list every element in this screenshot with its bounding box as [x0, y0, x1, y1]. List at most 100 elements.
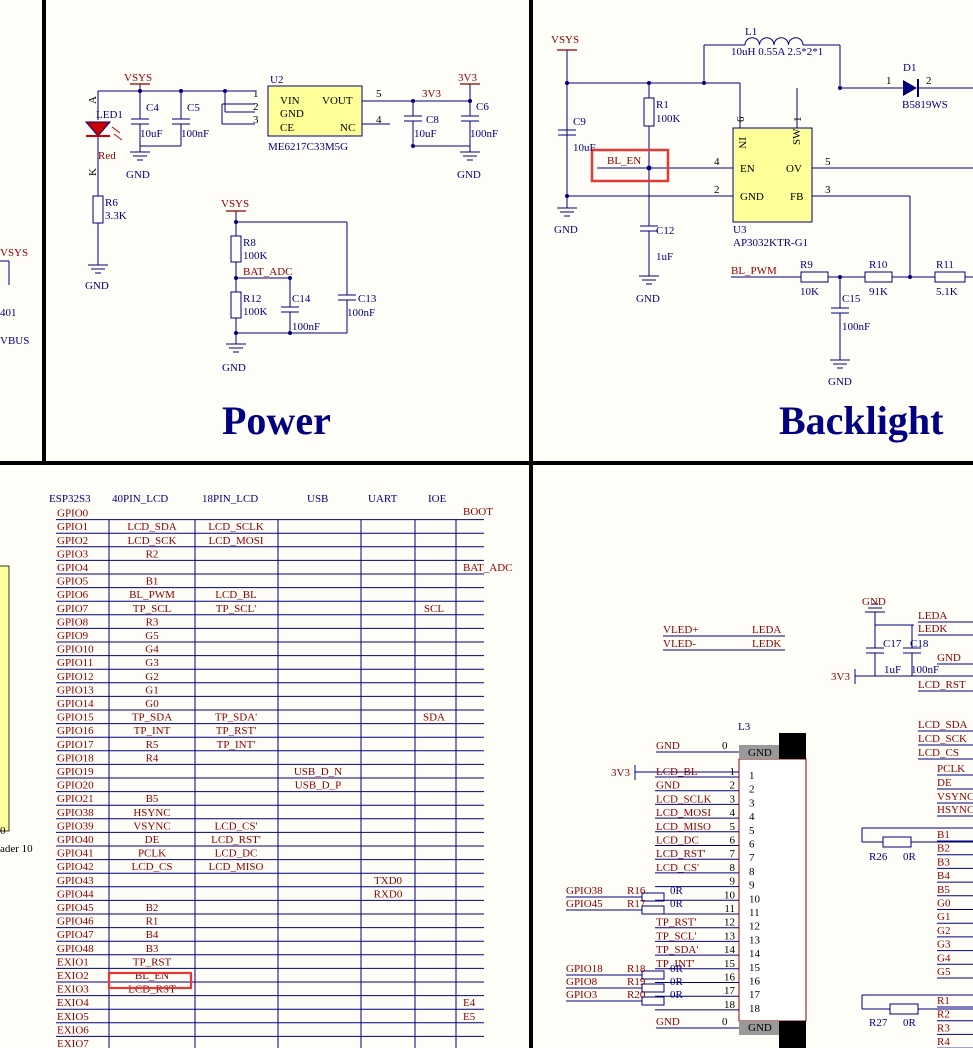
table-row-cell: TXD0 — [374, 875, 403, 887]
connector-pin-number: 6 — [749, 839, 755, 851]
table-row-pin: GPIO1 — [57, 521, 88, 533]
connector-pins: 11LCD_BL22GND33LCD_SCLK44LCD_MOSI55LCD_M… — [655, 766, 761, 1015]
left-401-label: 401 — [0, 307, 17, 319]
connector-pin-number: 18 — [749, 1003, 761, 1015]
table-row-pin: GPIO20 — [57, 780, 94, 792]
r17-ref: R17 — [627, 898, 646, 910]
connector-pin-number: 17 — [749, 989, 761, 1001]
d1-pin2: 2 — [926, 75, 932, 87]
table-row-cell: R2 — [146, 548, 159, 560]
power-gnd-4: GND — [222, 362, 246, 374]
c13-value: 100nF — [347, 307, 375, 319]
d1-part: B5819WS — [902, 99, 948, 111]
table-row-cell: R1 — [146, 916, 159, 928]
connector-pin-index: 1 — [730, 766, 736, 778]
u3-part: AP3032KTR-G1 — [733, 237, 808, 249]
r6-ref: R6 — [105, 197, 118, 209]
connector-right-label: R3 — [937, 1022, 950, 1034]
connector-pin-signal: LCD_BL — [656, 766, 698, 778]
u3-pin-sw: SW — [791, 128, 803, 145]
gpio3-net: GPIO3 — [566, 989, 598, 1001]
r20-ref: R20 — [627, 989, 646, 1001]
table-row-cell: DE — [145, 834, 160, 846]
bl-en-net: BL_EN — [607, 155, 641, 167]
table-row-pin: GPIO40 — [57, 834, 94, 846]
left-fragment: VSYS 401 VBUS 0 ader 10 — [0, 247, 33, 855]
connector-pin-number: 8 — [749, 866, 755, 878]
connector-right-label: G3 — [937, 939, 951, 951]
table-row-pin: GPIO11 — [57, 657, 93, 669]
c9-ref: C9 — [573, 116, 586, 128]
gpio8-net: GPIO8 — [566, 976, 598, 988]
power-frame: VSYS 3V3 3V3 A K LED1 Red C4 10uF C5 100… — [84, 72, 498, 443]
conn-gnd-c: GND — [862, 596, 886, 608]
connector-pin-number: 12 — [749, 921, 760, 933]
table-row-pin: GPIO41 — [57, 848, 94, 860]
r19-value: 0R — [670, 976, 684, 988]
pin-table-header: 40PIN_LCD — [112, 493, 168, 505]
table-row-pin: GPIO47 — [57, 929, 94, 941]
u2-pin1: 1 — [253, 88, 259, 100]
r11-ref: R11 — [936, 259, 954, 271]
connector-right-label: R1 — [937, 995, 950, 1007]
power-3v3-label-a: 3V3 — [458, 72, 477, 84]
c4-ref: C4 — [146, 102, 159, 114]
connector-pin-index: 3 — [730, 793, 736, 805]
connector-right-label: LCD_SDA — [918, 719, 968, 731]
connector-pin-number: 1 — [749, 770, 755, 782]
u3-pin1: 1 — [792, 117, 804, 123]
table-row-pin: GPIO46 — [57, 916, 94, 928]
l1-ref: L1 — [745, 26, 757, 38]
table-row-pin: GPIO8 — [57, 616, 89, 628]
table-row-pin: GPIO16 — [57, 725, 94, 737]
table-row-pin: EXIO5 — [57, 1011, 89, 1023]
connector-pin-signal: TP_SCL' — [656, 930, 697, 942]
connector-pin-number: 14 — [749, 948, 761, 960]
l1-value: 10uH 0.55A 2.5*2*1 — [731, 46, 823, 58]
r20-value: 0R — [670, 989, 684, 1001]
connector-pin-number: 3 — [749, 797, 755, 809]
c13-ref: C13 — [358, 293, 377, 305]
table-row-cell: R3 — [146, 616, 159, 628]
connector-pin-signal: TP_SDA' — [656, 944, 698, 956]
table-row-cell: BL_PWM — [129, 589, 175, 601]
u3-pin4: 4 — [714, 156, 720, 168]
connector-pin-number: 15 — [749, 962, 761, 974]
connector-right-label: HSYNC — [937, 804, 973, 816]
c18-ref: C18 — [910, 638, 929, 650]
r6-value: 3.3K — [105, 210, 127, 222]
connector-right-label: LCD_CS — [918, 747, 959, 759]
led1-icon — [84, 121, 112, 137]
table-row-pin: EXIO2 — [57, 970, 89, 982]
r1-value: 100K — [656, 113, 681, 125]
connector-pin-index: 15 — [724, 958, 736, 970]
connector-pin-index: 18 — [724, 999, 736, 1011]
table-row-cell: R5 — [146, 739, 159, 751]
connector-right-label: G2 — [937, 925, 950, 937]
connector-pin-index: 16 — [724, 972, 736, 984]
u3-pin3: 3 — [825, 184, 831, 196]
table-row-cell: G1 — [145, 684, 158, 696]
table-row-extra: E4 — [463, 997, 476, 1009]
power-title: Power — [222, 398, 331, 443]
connector-pin-signal: LCD_CS' — [656, 862, 699, 874]
u3-ref: U3 — [733, 224, 747, 236]
d1-pin1: 1 — [886, 75, 892, 87]
connector-right-label: PCLK — [937, 763, 965, 775]
table-row-pin: EXIO7 — [57, 1038, 89, 1048]
u2-pin-vout: VOUT — [322, 95, 353, 107]
c6-value: 100nF — [470, 128, 498, 140]
r10-value: 91K — [869, 286, 888, 298]
connector-right-label: G0 — [937, 898, 951, 910]
u2-pin5: 5 — [376, 88, 382, 100]
l1-inductor-icon — [744, 37, 804, 46]
table-row-cell: USB_D_P — [295, 780, 341, 792]
left-yellow-block — [0, 565, 10, 832]
table-row-cell: RXD0 — [374, 888, 403, 900]
table-row-pin: EXIO6 — [57, 1024, 89, 1036]
connector-pin-signal: LCD_DC — [656, 835, 699, 847]
bl-en-highlight — [590, 148, 670, 183]
power-gnd-2: GND — [457, 169, 481, 181]
